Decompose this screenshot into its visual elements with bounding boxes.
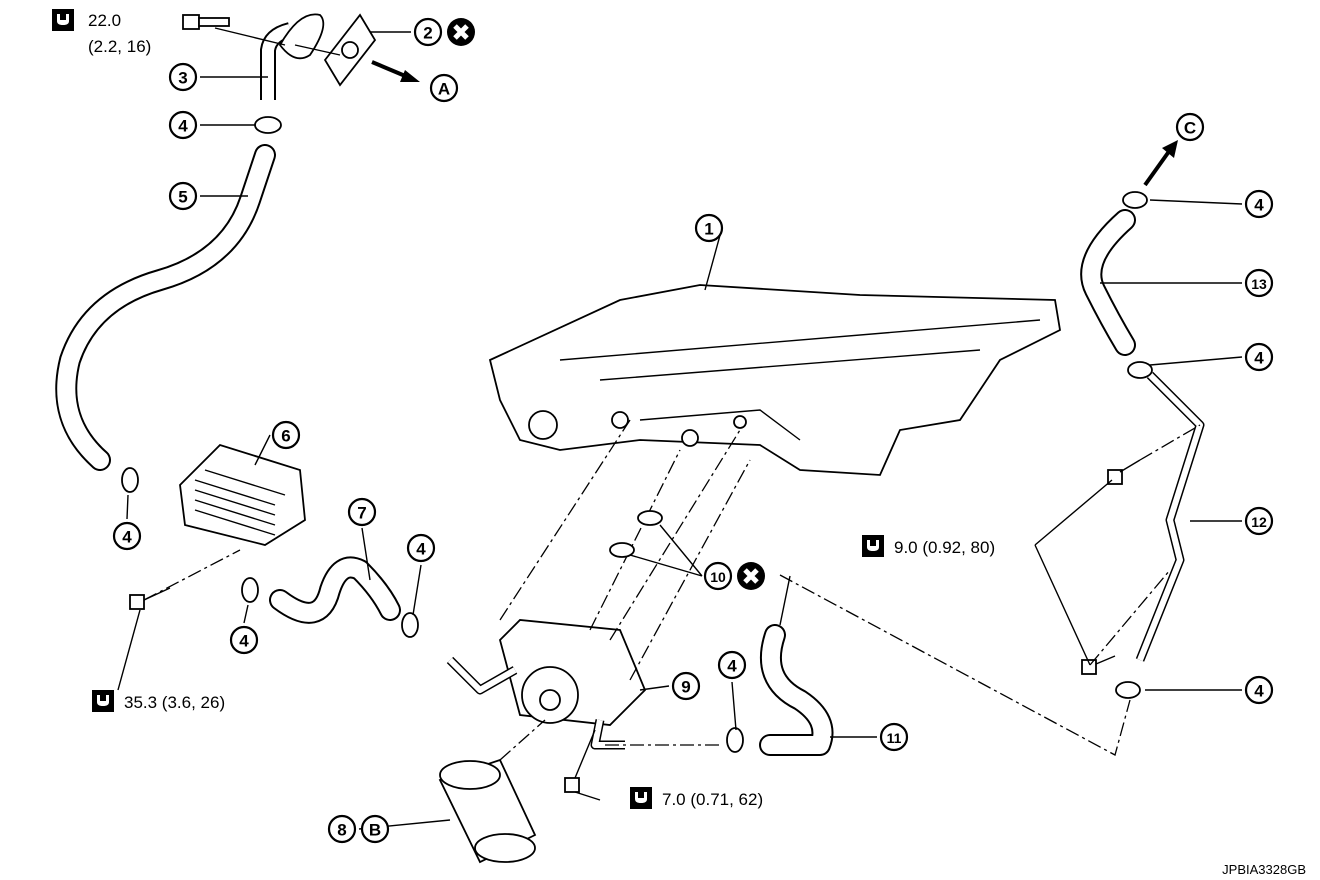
callout-12: 12 (1244, 506, 1274, 536)
svg-text:5: 5 (178, 188, 187, 207)
callout-13: 13 (1244, 268, 1274, 298)
hose-5 (55, 144, 276, 471)
svg-text:C: C (1184, 119, 1196, 138)
callout-4: 4 (717, 650, 747, 680)
do-not-reuse-x-icon (447, 18, 475, 46)
tube-3 (260, 22, 293, 100)
svg-text:1: 1 (704, 220, 713, 239)
oil-cooler (179, 443, 306, 546)
torque-wrench-icon (862, 535, 884, 557)
svg-text:4: 4 (727, 657, 737, 676)
do-not-reuse-x-icon (737, 562, 765, 590)
bolt (182, 14, 230, 30)
svg-text:4: 4 (1254, 682, 1264, 701)
torque-wrench-icon (52, 9, 74, 31)
callout-B: B (360, 814, 390, 844)
callout-4: 4 (406, 533, 436, 563)
hose-11 (759, 624, 834, 756)
callout-4: 4 (1244, 342, 1274, 372)
hose-13 (1080, 209, 1136, 356)
torque-spec-1: 22.0 (88, 11, 121, 30)
svg-text:4: 4 (416, 540, 426, 559)
arrow-to-C (1143, 148, 1172, 187)
tube-12 (1135, 371, 1205, 662)
callout-1: 1 (694, 213, 724, 243)
callout-3: 3 (168, 62, 198, 92)
svg-text:2: 2 (423, 24, 432, 43)
torque-wrench-icon (92, 690, 114, 712)
torque-spec-1-sub: (2.2, 16) (88, 37, 151, 56)
svg-text:4: 4 (1254, 196, 1264, 215)
callout-10: 10 (703, 561, 733, 591)
svg-text:A: A (438, 80, 450, 99)
oil-filter (438, 758, 537, 864)
svg-text:4: 4 (239, 632, 249, 651)
svg-text:B: B (369, 821, 381, 840)
hose-clamps (121, 116, 1153, 753)
svg-text:8: 8 (337, 821, 346, 840)
callout-9: 9 (671, 671, 701, 701)
o-rings (609, 510, 663, 558)
callout-A: A (429, 73, 459, 103)
callout-11: 11 (879, 722, 909, 752)
svg-text:6: 6 (281, 427, 290, 446)
torque-wrench-icon (630, 787, 652, 809)
callout-6: 6 (271, 420, 301, 450)
callout-5: 5 (168, 181, 198, 211)
svg-text:10: 10 (710, 569, 726, 585)
hose-7 (269, 556, 401, 624)
torque-spec-4: 7.0 (0.71, 62) (662, 790, 763, 809)
gasket (323, 13, 377, 87)
callout-4: 4 (229, 625, 259, 655)
callout-7: 7 (347, 497, 377, 527)
svg-text:4: 4 (1254, 349, 1264, 368)
svg-text:12: 12 (1251, 514, 1267, 530)
svg-text:11: 11 (887, 730, 902, 746)
flange (278, 13, 325, 60)
callout-8: 8 (327, 814, 357, 844)
svg-text:9: 9 (681, 678, 690, 697)
oil-pan (488, 284, 1061, 476)
bolts (129, 459, 1141, 793)
svg-text:4: 4 (122, 528, 132, 547)
figure-code: JPBIA3328GB (1222, 862, 1306, 877)
callout-4: 4 (1244, 189, 1274, 219)
oil-filter-bracket (498, 619, 647, 726)
callout-4: 4 (112, 521, 142, 551)
svg-text:3: 3 (178, 69, 187, 88)
callout-4: 4 (168, 110, 198, 140)
svg-text:4: 4 (178, 117, 188, 136)
torque-spec-3: 9.0 (0.92, 80) (894, 538, 995, 557)
svg-text:7: 7 (357, 504, 366, 523)
callout-4: 4 (1244, 675, 1274, 705)
callout-C: C (1175, 112, 1205, 142)
torque-spec-2: 35.3 (3.6, 26) (124, 693, 225, 712)
svg-text:13: 13 (1251, 276, 1267, 292)
callout-2: 2 (413, 17, 443, 47)
